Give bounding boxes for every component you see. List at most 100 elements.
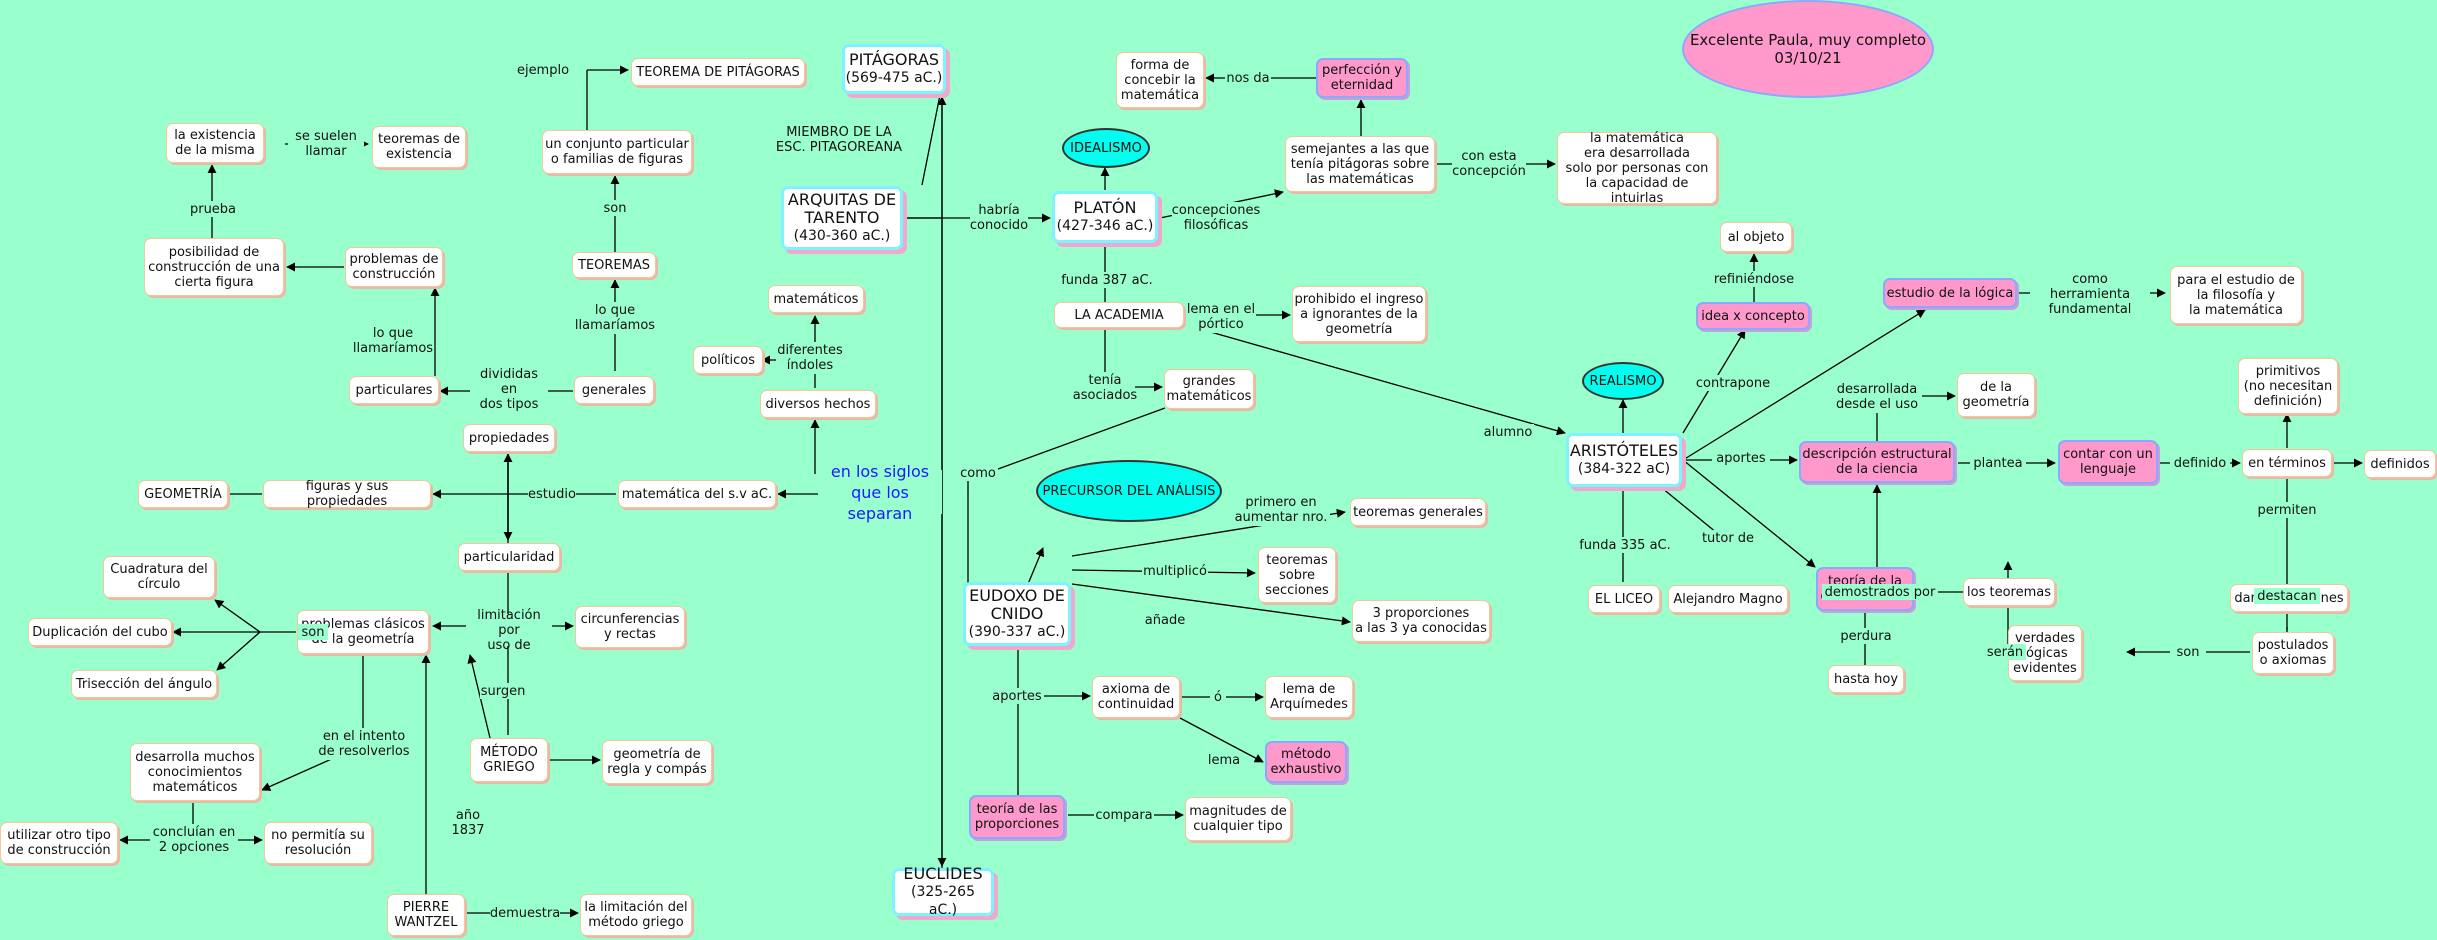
- node-filosofia-matematica[interactable]: para el estudio de la filosofía y la mat…: [2170, 266, 2302, 324]
- label-concluian: concluían en 2 opciones: [150, 824, 238, 856]
- node-teoria-proporciones[interactable]: teoría de las proporciones: [969, 795, 1065, 839]
- label-surgen: surgen: [480, 683, 526, 699]
- node-magnitudes[interactable]: magnitudes de cualquier tipo: [1185, 797, 1291, 841]
- node-idealismo[interactable]: IDEALISMO: [1062, 128, 1150, 168]
- node-axioma[interactable]: axioma de continuidad: [1092, 676, 1180, 718]
- node-lema-arquimedes[interactable]: lema de Arquímedes: [1265, 676, 1353, 718]
- label-lo-que-llamariamos: lo que llamaríamos: [574, 302, 656, 334]
- label-funda-387: funda 387 aC.: [1060, 272, 1154, 288]
- node-platon[interactable]: PLATÓN(427-346 aC.): [1052, 191, 1158, 243]
- node-aristoteles[interactable]: ARISTÓTELES(384-322 aC): [1566, 433, 1682, 487]
- node-grandes-matematicos[interactable]: grandes matemáticos: [1164, 369, 1254, 409]
- label-prueba: prueba: [188, 201, 238, 217]
- node-metodo-exhaustivo[interactable]: método exhaustivo: [1265, 741, 1347, 783]
- node-metodo-griego[interactable]: MÉTODO GRIEGO: [470, 738, 548, 782]
- node-politicos[interactable]: políticos: [693, 346, 763, 374]
- label-anio-1837: año 1837: [448, 807, 488, 839]
- label-divididas: divididas en dos tipos: [470, 367, 548, 412]
- node-liceo[interactable]: EL LICEO: [1588, 585, 1660, 613]
- node-duplicacion[interactable]: Duplicación del cubo: [28, 618, 172, 646]
- node-de-geometria[interactable]: de la geometría: [1957, 373, 2035, 417]
- label-nos-da: nos da: [1225, 70, 1271, 86]
- node-pitagoras[interactable]: PITÁGORAS(569-475 aC.): [842, 44, 946, 94]
- node-verdades[interactable]: verdades lógicas evidentes: [2008, 625, 2082, 681]
- node-geometria[interactable]: GEOMETRÍA: [138, 480, 228, 508]
- label-refiniendose: refiniéndose: [1708, 271, 1800, 287]
- node-title: EUCLIDES: [903, 864, 983, 883]
- node-descripcion[interactable]: descripción estructural de la ciencia: [1799, 441, 1955, 483]
- node-diversos-hechos[interactable]: diversos hechos: [760, 390, 876, 418]
- node-title: ARQUITAS DE TARENTO: [787, 190, 897, 227]
- label-aportes: aportes: [990, 688, 1044, 704]
- node-los-teoremas[interactable]: los teoremas: [1963, 578, 2055, 606]
- node-teoremas-existencia[interactable]: teoremas de existencia: [372, 126, 466, 168]
- node-euclides[interactable]: EUCLIDES(325-265 aC.): [892, 864, 994, 918]
- label-compara: compara: [1094, 807, 1154, 823]
- node-problemas-construccion[interactable]: problemas de construcción: [345, 247, 443, 287]
- label-en-los-siglos: en los siglos que los separan: [818, 462, 942, 523]
- node-realismo[interactable]: REALISMO: [1582, 362, 1664, 400]
- label-lema-portico: lema en el pórtico: [1186, 301, 1256, 333]
- node-idea-concepto[interactable]: idea x concepto: [1696, 302, 1810, 330]
- node-eudoxo[interactable]: EUDOXO DE CNIDO(390-337 aC.): [963, 582, 1071, 646]
- node-particulares[interactable]: particulares: [349, 376, 439, 404]
- node-primitivos[interactable]: primitivos (no necesitan definición): [2238, 358, 2338, 414]
- node-conjunto-particular[interactable]: un conjunto particular o familias de fig…: [542, 130, 692, 174]
- node-generales[interactable]: generales: [574, 376, 654, 404]
- label-se-suelen-llamar: se suelen llamar: [288, 128, 364, 160]
- node-particularidad[interactable]: particularidad: [458, 543, 560, 571]
- node-teoremas-secciones[interactable]: teoremas sobre secciones: [1258, 547, 1336, 603]
- node-no-permitia[interactable]: no permitía su resolución: [264, 822, 372, 864]
- node-circunferencias[interactable]: circunferencias y rectas: [575, 606, 685, 648]
- node-matematica-sv[interactable]: matemática del s.v aC.: [618, 480, 776, 508]
- node-otro-tipo[interactable]: utilizar otro tipo de construcción: [0, 822, 118, 864]
- label-plantea: plantea: [1970, 455, 2026, 471]
- node-matematicos[interactable]: matemáticos: [768, 285, 864, 313]
- node-dates: (569-475 aC.): [845, 70, 943, 86]
- node-precursor[interactable]: PRECURSOR DEL ANÁLISIS: [1036, 460, 1222, 522]
- node-prohibido[interactable]: prohibido el ingreso a ignorantes de la …: [1292, 286, 1426, 342]
- label-tutor-de: tutor de: [1700, 530, 1756, 546]
- node-existencia[interactable]: la existencia de la misma: [166, 123, 264, 163]
- node-teorema-pitagoras[interactable]: TEOREMA DE PITÁGORAS: [631, 58, 805, 86]
- node-alejandro[interactable]: Alejandro Magno: [1668, 585, 1788, 613]
- node-wantzel[interactable]: PIERRE WANTZEL: [387, 894, 465, 936]
- node-cuadratura[interactable]: Cuadratura del círculo: [103, 556, 215, 598]
- node-limitacion-metodo[interactable]: la limitación del método griego: [580, 894, 692, 936]
- node-triseccion[interactable]: Trisección del ángulo: [71, 670, 217, 698]
- node-semejantes[interactable]: semejantes a las que tenía pitágoras sob…: [1285, 136, 1435, 192]
- label-limitacion-por: limitación por uso de: [466, 608, 552, 653]
- label-permiten: permiten: [2254, 502, 2320, 518]
- node-arquitas[interactable]: ARQUITAS DE TARENTO(430-360 aC.): [781, 186, 903, 250]
- node-contar-lenguaje[interactable]: contar con un lenguaje: [2058, 440, 2158, 484]
- node-al-objeto[interactable]: al objeto: [1720, 222, 1792, 252]
- label-con-esta-concepcion: con esta concepción: [1452, 148, 1526, 180]
- node-hasta-hoy[interactable]: hasta hoy: [1828, 665, 1904, 693]
- node-problemas-clasicos[interactable]: problemas clásicos de la geometría: [297, 610, 429, 654]
- node-tres-proporciones[interactable]: 3 proporciones a las 3 ya conocidas: [1352, 600, 1490, 642]
- node-academia[interactable]: LA ACADEMIA: [1054, 302, 1184, 328]
- label-concepciones: concepciones filosóficas: [1171, 202, 1261, 234]
- node-desarrolla[interactable]: desarrolla muchos conocimientos matemáti…: [130, 743, 260, 801]
- node-teoremas-generales[interactable]: teoremas generales: [1350, 498, 1486, 526]
- node-estudio-logica[interactable]: estudio de la lógica: [1883, 278, 2017, 308]
- label-contrapone: contrapone: [1694, 375, 1772, 391]
- label-demuestra: demuestra: [489, 905, 561, 921]
- node-matematica-desarrollada[interactable]: la matemática era desarrollada solo por …: [1557, 131, 1717, 206]
- node-postulados[interactable]: postulados o axiomas: [2252, 632, 2334, 674]
- label-seran: serán: [1984, 644, 2026, 660]
- label-lo-que-llamariamos: lo que llamaríamos: [352, 325, 434, 357]
- label-o: ó: [1210, 689, 1226, 705]
- node-posibilidad[interactable]: posibilidad de construcción de una ciert…: [144, 238, 284, 296]
- node-forma-concebir[interactable]: forma de concebir la matemática: [1116, 52, 1204, 108]
- label-demostrados-por: demostrados por: [1822, 584, 1938, 600]
- node-figuras-propiedades[interactable]: figuras y sus propiedades: [263, 479, 431, 509]
- label-como-herramienta: como herramienta fundamental: [2030, 272, 2150, 317]
- node-definidos[interactable]: definidos: [2364, 450, 2436, 478]
- node-teoremas[interactable]: TEOREMAS: [572, 252, 656, 278]
- node-geometria-regla[interactable]: geometría de regla y compás: [602, 740, 712, 784]
- node-perfeccion[interactable]: perfección y eternidad: [1316, 58, 1408, 98]
- node-en-terminos[interactable]: en términos: [2242, 449, 2332, 477]
- node-propiedades[interactable]: propiedades: [463, 424, 555, 452]
- label-aportes: aportes: [1712, 450, 1770, 466]
